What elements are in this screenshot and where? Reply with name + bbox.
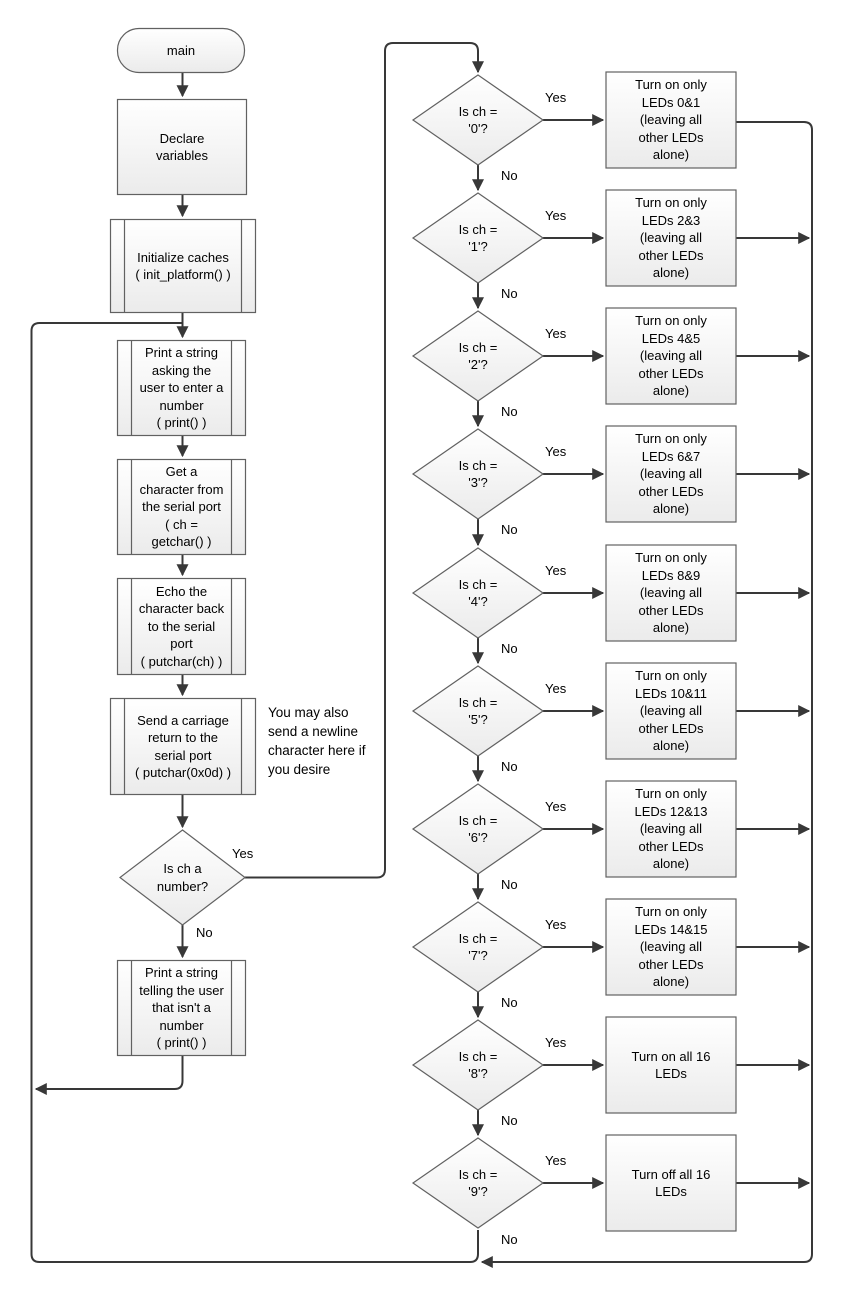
decision-ch5-shape <box>411 665 545 757</box>
decision-ch3: Is ch = '3'? <box>458 457 498 491</box>
terminator-main-shape <box>116 27 246 74</box>
label-no-ch4: No <box>501 641 518 656</box>
action-leds89-shape <box>605 544 737 642</box>
action-ch4: Turn on only LEDs 8&9 (leaving all other… <box>635 550 707 636</box>
label-no-ch7: No <box>501 995 518 1010</box>
decision-ch0: Is ch = '0'? <box>458 103 498 137</box>
label-no-ch2: No <box>501 404 518 419</box>
predefined-get-char: Get a character from the serial port ( c… <box>139 464 224 550</box>
action-ch5: Turn on only LEDs 10&11 (leaving all oth… <box>634 668 708 754</box>
action-ch2: Turn on only LEDs 4&5 (leaving all other… <box>635 313 707 399</box>
predefined-send-cr: Send a carriage return to the serial por… <box>134 712 232 781</box>
decision-ch9: Is ch = '9'? <box>458 1166 498 1200</box>
action-ch1: Turn on only LEDs 2&3 (leaving all other… <box>635 195 707 281</box>
action-ch0: Turn on only LEDs 0&1 (leaving all other… <box>635 77 707 163</box>
label-no-ch3: No <box>501 522 518 537</box>
predefined-print-error: Print a string telling the user that isn… <box>139 965 224 1051</box>
predefined-printerror-bars <box>130 960 233 1056</box>
decision-ch7-shape <box>411 901 545 993</box>
decision-ch8-shape <box>411 1019 545 1111</box>
label-yes-isnumber: Yes <box>232 846 254 861</box>
predefined-printprompt-bars <box>130 340 233 436</box>
label-no-ch0: No <box>501 168 518 183</box>
action-leds23-shape <box>605 189 737 287</box>
decision-ch0-shape <box>411 74 545 166</box>
connector-actions-return <box>480 121 813 1268</box>
connector-loop-back-left <box>30 322 479 1263</box>
predefined-init-shape <box>109 218 257 314</box>
label-no-ch5: No <box>501 759 518 774</box>
predefined-print-prompt: Print a string asking the user to enter … <box>139 345 224 431</box>
predefined-getchar-shape <box>116 458 247 556</box>
label-yes-ch5: Yes <box>545 681 567 696</box>
annotation-newline-note: You may also send a newline character he… <box>268 705 366 777</box>
decision-ch2: Is ch = '2'? <box>458 339 498 373</box>
decision-ch6-shape <box>411 783 545 875</box>
connector-printerror-loop <box>34 1056 184 1095</box>
decision-ch1-shape <box>411 192 545 284</box>
label-yes-ch8: Yes <box>545 1035 567 1050</box>
process-declare: Declare variables <box>155 130 209 164</box>
decision-ch8: Is ch = '8'? <box>458 1048 498 1082</box>
predefined-echo-shape <box>116 577 247 676</box>
decision-ch1: Is ch = '1'? <box>458 221 498 255</box>
label-no-isnumber: No <box>196 925 213 940</box>
label-yes-ch2: Yes <box>545 326 567 341</box>
label-no-ch9: No <box>501 1232 518 1247</box>
label-yes-ch0: Yes <box>545 90 567 105</box>
action-leds1213-shape <box>605 780 737 878</box>
action-alloff-shape <box>605 1134 737 1232</box>
decision-ch2-shape <box>411 310 545 402</box>
label-yes-ch4: Yes <box>545 563 567 578</box>
action-leds1011-shape <box>605 662 737 760</box>
decision-ch4-shape <box>411 547 545 639</box>
predefined-echo-char: Echo the character back to the serial po… <box>138 583 225 669</box>
predefined-init-bars <box>123 219 243 313</box>
decision-ch9-shape <box>411 1137 545 1229</box>
label-no-ch6: No <box>501 877 518 892</box>
action-ch9: Turn off all 16 LEDs <box>631 1166 711 1200</box>
predefined-echo-bars <box>130 578 233 675</box>
predefined-printprompt-shape <box>116 339 247 437</box>
decision-is-number: Is ch a number? <box>156 861 209 894</box>
label-no-ch1: No <box>501 286 518 301</box>
label-yes-ch9: Yes <box>545 1153 567 1168</box>
decision-ch4: Is ch = '4'? <box>458 576 498 610</box>
predefined-init-caches: Initialize caches ( init_platform() ) <box>135 249 231 283</box>
action-leds01-shape <box>605 71 737 169</box>
predefined-getchar-bars <box>130 459 233 555</box>
action-ch7: Turn on only LEDs 14&15 (leaving all oth… <box>634 904 708 990</box>
action-leds1415-shape <box>605 898 737 996</box>
decision-ch6: Is ch = '6'? <box>458 812 498 846</box>
predefined-printerror-shape <box>116 959 247 1057</box>
decision-ch5: Is ch = '5'? <box>458 694 498 728</box>
action-leds67-shape <box>605 425 737 523</box>
label-yes-ch6: Yes <box>545 799 567 814</box>
action-leds45-shape <box>605 307 737 405</box>
decision-ch7: Is ch = '7'? <box>458 930 498 964</box>
terminator-main: main <box>166 42 196 58</box>
action-allon-shape <box>605 1016 737 1114</box>
predefined-sendcr-shape <box>109 697 257 796</box>
decision-isnumber-shape <box>119 829 246 926</box>
connector-isnumber-yes <box>245 42 484 879</box>
action-ch8: Turn on all 16 LEDs <box>631 1048 711 1082</box>
decision-ch3-shape <box>411 428 545 520</box>
label-yes-ch7: Yes <box>545 917 567 932</box>
label-yes-ch3: Yes <box>545 444 567 459</box>
action-ch6: Turn on only LEDs 12&13 (leaving all oth… <box>634 786 708 872</box>
label-yes-ch1: Yes <box>545 208 567 223</box>
process-declare-shape <box>116 98 248 196</box>
label-no-ch8: No <box>501 1113 518 1128</box>
action-ch3: Turn on only LEDs 6&7 (leaving all other… <box>635 431 707 517</box>
predefined-sendcr-bars <box>123 698 243 795</box>
